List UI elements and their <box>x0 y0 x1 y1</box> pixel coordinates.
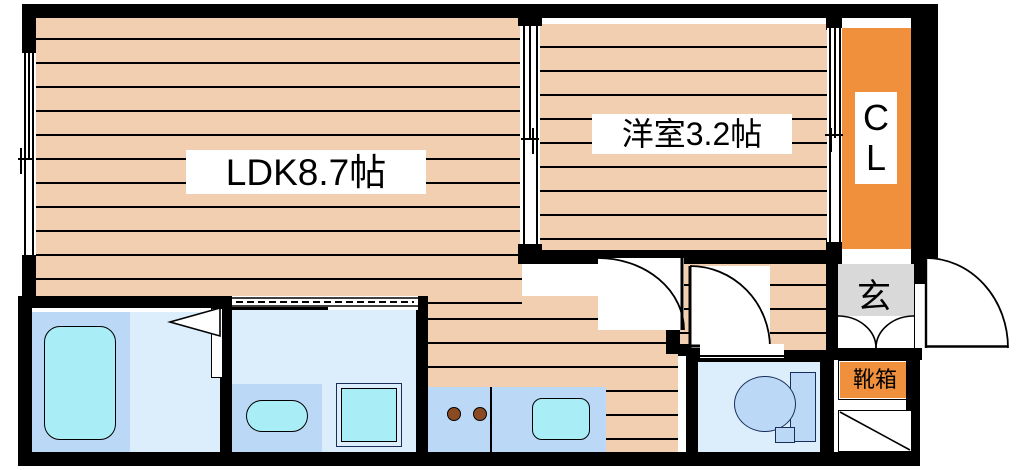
bath-folding-door-icon <box>167 306 221 338</box>
wall-closet-left-bottom <box>826 240 842 264</box>
closet-door-handle <box>825 134 843 136</box>
partition-sash-lower <box>532 128 534 154</box>
shoe-box-fill <box>840 362 910 398</box>
gas-burner-right-icon <box>473 407 487 421</box>
wall-toilet-right <box>820 350 834 454</box>
wall-toilet-left <box>686 350 698 454</box>
balcony-window-handle <box>18 158 34 160</box>
partition-rail-b <box>536 26 538 244</box>
closet-label-line-1: C <box>863 96 889 138</box>
entrance-door-leaf[interactable] <box>914 284 926 348</box>
shoe-box-label: 靴箱 <box>852 367 897 392</box>
wall-bedroom-left-top <box>518 4 542 26</box>
washing-machine-inner <box>341 388 397 442</box>
partition-handle <box>521 138 539 140</box>
wall-bath-divider <box>220 308 232 454</box>
wall-left-lower <box>22 254 36 308</box>
toilet-foot <box>775 427 795 443</box>
bath-wash-space <box>130 312 220 454</box>
toilet-bowl <box>734 376 796 432</box>
bedroom-label: 洋室3.2帖 <box>592 114 792 154</box>
wall-bedroom-left-bottom <box>518 244 542 264</box>
wall-left-upper <box>22 4 36 54</box>
wall-genkan-right <box>914 254 926 284</box>
genkan-label: 玄 <box>857 278 891 316</box>
toilet-door[interactable] <box>700 344 784 358</box>
ldk-label: LDK8.7帖 <box>186 150 426 194</box>
bathtub <box>44 326 116 440</box>
closet-door-sash <box>834 28 836 138</box>
closet-door-sash-lower <box>830 128 832 152</box>
kitchen-counter-divider <box>490 387 492 454</box>
gas-burner-left-icon <box>447 407 461 421</box>
closet-label: C L <box>855 92 897 184</box>
wall-closet-right <box>911 16 926 264</box>
genkan-double-door[interactable] <box>837 315 915 349</box>
wall-waterblock-left <box>18 296 32 464</box>
wall-right <box>924 4 938 258</box>
ldk-hall-door[interactable] <box>597 257 685 331</box>
hall-bedroom-door[interactable] <box>688 265 771 349</box>
balcony-window-sash-upper <box>28 52 30 160</box>
closet-label-line-2: L <box>865 137 887 178</box>
wall-bottom <box>18 452 920 466</box>
wall-top <box>22 4 938 18</box>
wall-genkan-left <box>826 262 838 350</box>
wall-bath-divider-top <box>220 296 232 310</box>
storage-hatch-diagonal-icon <box>839 411 911 451</box>
entrance-door-arc[interactable] <box>924 257 1009 349</box>
partition-sash-upper <box>529 26 531 138</box>
wall-genkan-bottom <box>826 348 922 360</box>
wall-sanitary-right <box>416 308 428 454</box>
shoe-box-outline <box>838 360 912 400</box>
wall-closet-left-top <box>826 4 842 30</box>
wall-bedroom-bottom <box>540 250 840 264</box>
sanitary-door-track-icon <box>232 297 418 310</box>
balcony-window-sash-lower <box>20 148 22 174</box>
balcony-window-rail-b <box>32 52 34 256</box>
wash-basin <box>246 400 308 432</box>
partition-rail-a <box>523 26 525 244</box>
balcony-window-rail-a <box>24 52 26 256</box>
kitchen-sink <box>532 398 590 440</box>
